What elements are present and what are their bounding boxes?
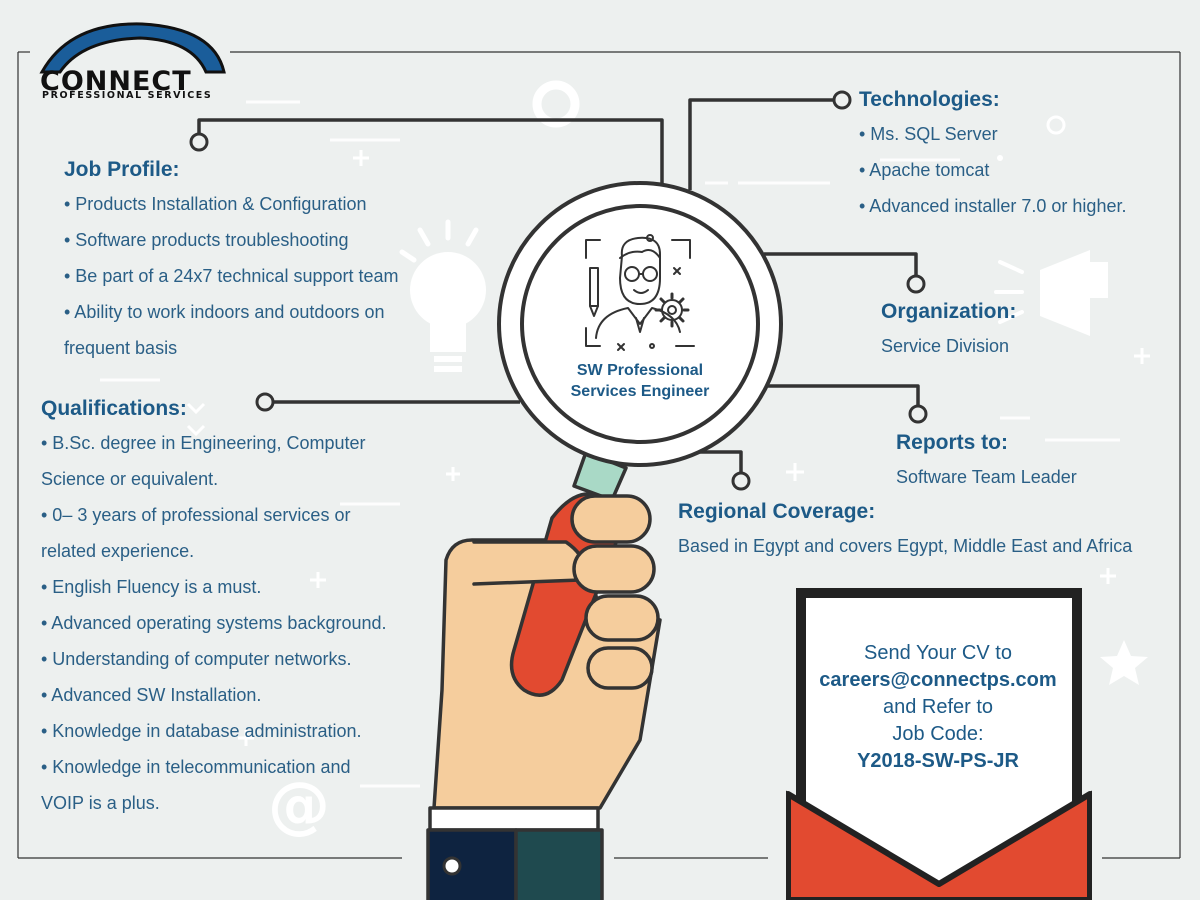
qualification-item: • Knowledge in telecommunication and: [41, 757, 351, 777]
qualification-item: • English Fluency is a must.: [41, 577, 262, 597]
cv-line3: and Refer to: [882, 696, 994, 718]
job-profile-item: • Products Installation & Configuration: [64, 194, 367, 214]
qualification-item: • Advanced operating systems background.: [41, 613, 387, 633]
cv-line4: Job Code:: [892, 723, 984, 745]
logo-brand: CONNECT: [40, 66, 192, 97]
qualification-item: • Knowledge in database administration.: [41, 721, 362, 741]
qualification-item: • Understanding of computer networks.: [41, 649, 352, 669]
qualification-item: • 0– 3 years of professional services or: [41, 505, 351, 525]
node-regional: [731, 471, 751, 491]
logo-arc-icon: [39, 22, 226, 74]
job-profile-section: Job Profile: • Products Installation & C…: [64, 158, 399, 366]
qualification-item: • Advanced SW Installation.: [41, 685, 262, 705]
qualification-item: VOIP is a plus.: [41, 793, 160, 813]
job-profile-item: • Ability to work indoors and outdoors o…: [64, 302, 385, 322]
center-title-line2: Services Engineer: [570, 383, 710, 400]
plus-icon: [238, 150, 1150, 746]
technology-item: • Ms. SQL Server: [859, 124, 998, 144]
node-technologies: [832, 90, 852, 110]
qualification-item: Science or equivalent.: [41, 469, 219, 489]
organization-heading: Organization:: [881, 300, 1017, 323]
qualification-item: related experience.: [41, 541, 195, 561]
technology-item: • Advanced installer 7.0 or higher.: [859, 196, 1127, 216]
cv-card: Send Your CV to careers@connectps.com an…: [806, 640, 1070, 775]
cv-job-code: Y2018-SW-PS-JR: [857, 750, 1019, 772]
technologies-section: Technologies: • Ms. SQL Server • Apache …: [859, 88, 1126, 224]
reports-to-heading: Reports to:: [896, 431, 1008, 454]
reports-to-section: Reports to: Software Team Leader: [896, 431, 1077, 495]
lightbulb-icon: [399, 219, 486, 372]
technologies-heading: Technologies:: [859, 88, 1000, 111]
job-profile-item: frequent basis: [64, 338, 178, 358]
star-icon: [1100, 640, 1148, 685]
reports-to-value: Software Team Leader: [896, 467, 1077, 487]
qualification-item: • B.Sc. degree in Engineering, Computer: [41, 433, 366, 453]
at-sign-icon: @: [268, 768, 330, 841]
job-profile-heading: Job Profile:: [64, 158, 180, 181]
qualifications-section: Qualifications: • B.Sc. degree in Engine…: [41, 397, 387, 821]
node-job-profile: [189, 132, 209, 152]
organization-section: Organization: Service Division: [881, 300, 1016, 364]
regional-section: Regional Coverage: Based in Egypt and co…: [678, 500, 1132, 564]
center-title: SW Professional Services Engineer: [540, 360, 740, 402]
organization-value: Service Division: [881, 336, 1010, 356]
node-qualifications: [255, 392, 275, 412]
technology-item: • Apache tomcat: [859, 160, 990, 180]
cv-line1: Send Your CV to: [864, 642, 1012, 664]
job-profile-item: • Software products troubleshooting: [64, 230, 349, 250]
job-profile-item: • Be part of a 24x7 technical support te…: [64, 266, 399, 286]
logo-tagline: PROFESSIONAL SERVICES: [42, 90, 213, 101]
node-reports-to: [908, 404, 928, 424]
center-title-line1: SW Professional: [576, 362, 704, 379]
envelope-illustration: [786, 588, 1092, 900]
regional-value: Based in Egypt and covers Egypt, Middle …: [678, 536, 1133, 556]
regional-heading: Regional Coverage:: [678, 500, 876, 523]
qualifications-heading: Qualifications:: [41, 397, 187, 420]
node-organization: [906, 274, 926, 294]
logo: CONNECT PROFESSIONAL SERVICES: [30, 20, 230, 104]
cv-email-link[interactable]: careers@connectps.com: [819, 669, 1057, 691]
engineer-avatar-icon: [585, 234, 695, 351]
megaphone-icon: [994, 250, 1108, 336]
